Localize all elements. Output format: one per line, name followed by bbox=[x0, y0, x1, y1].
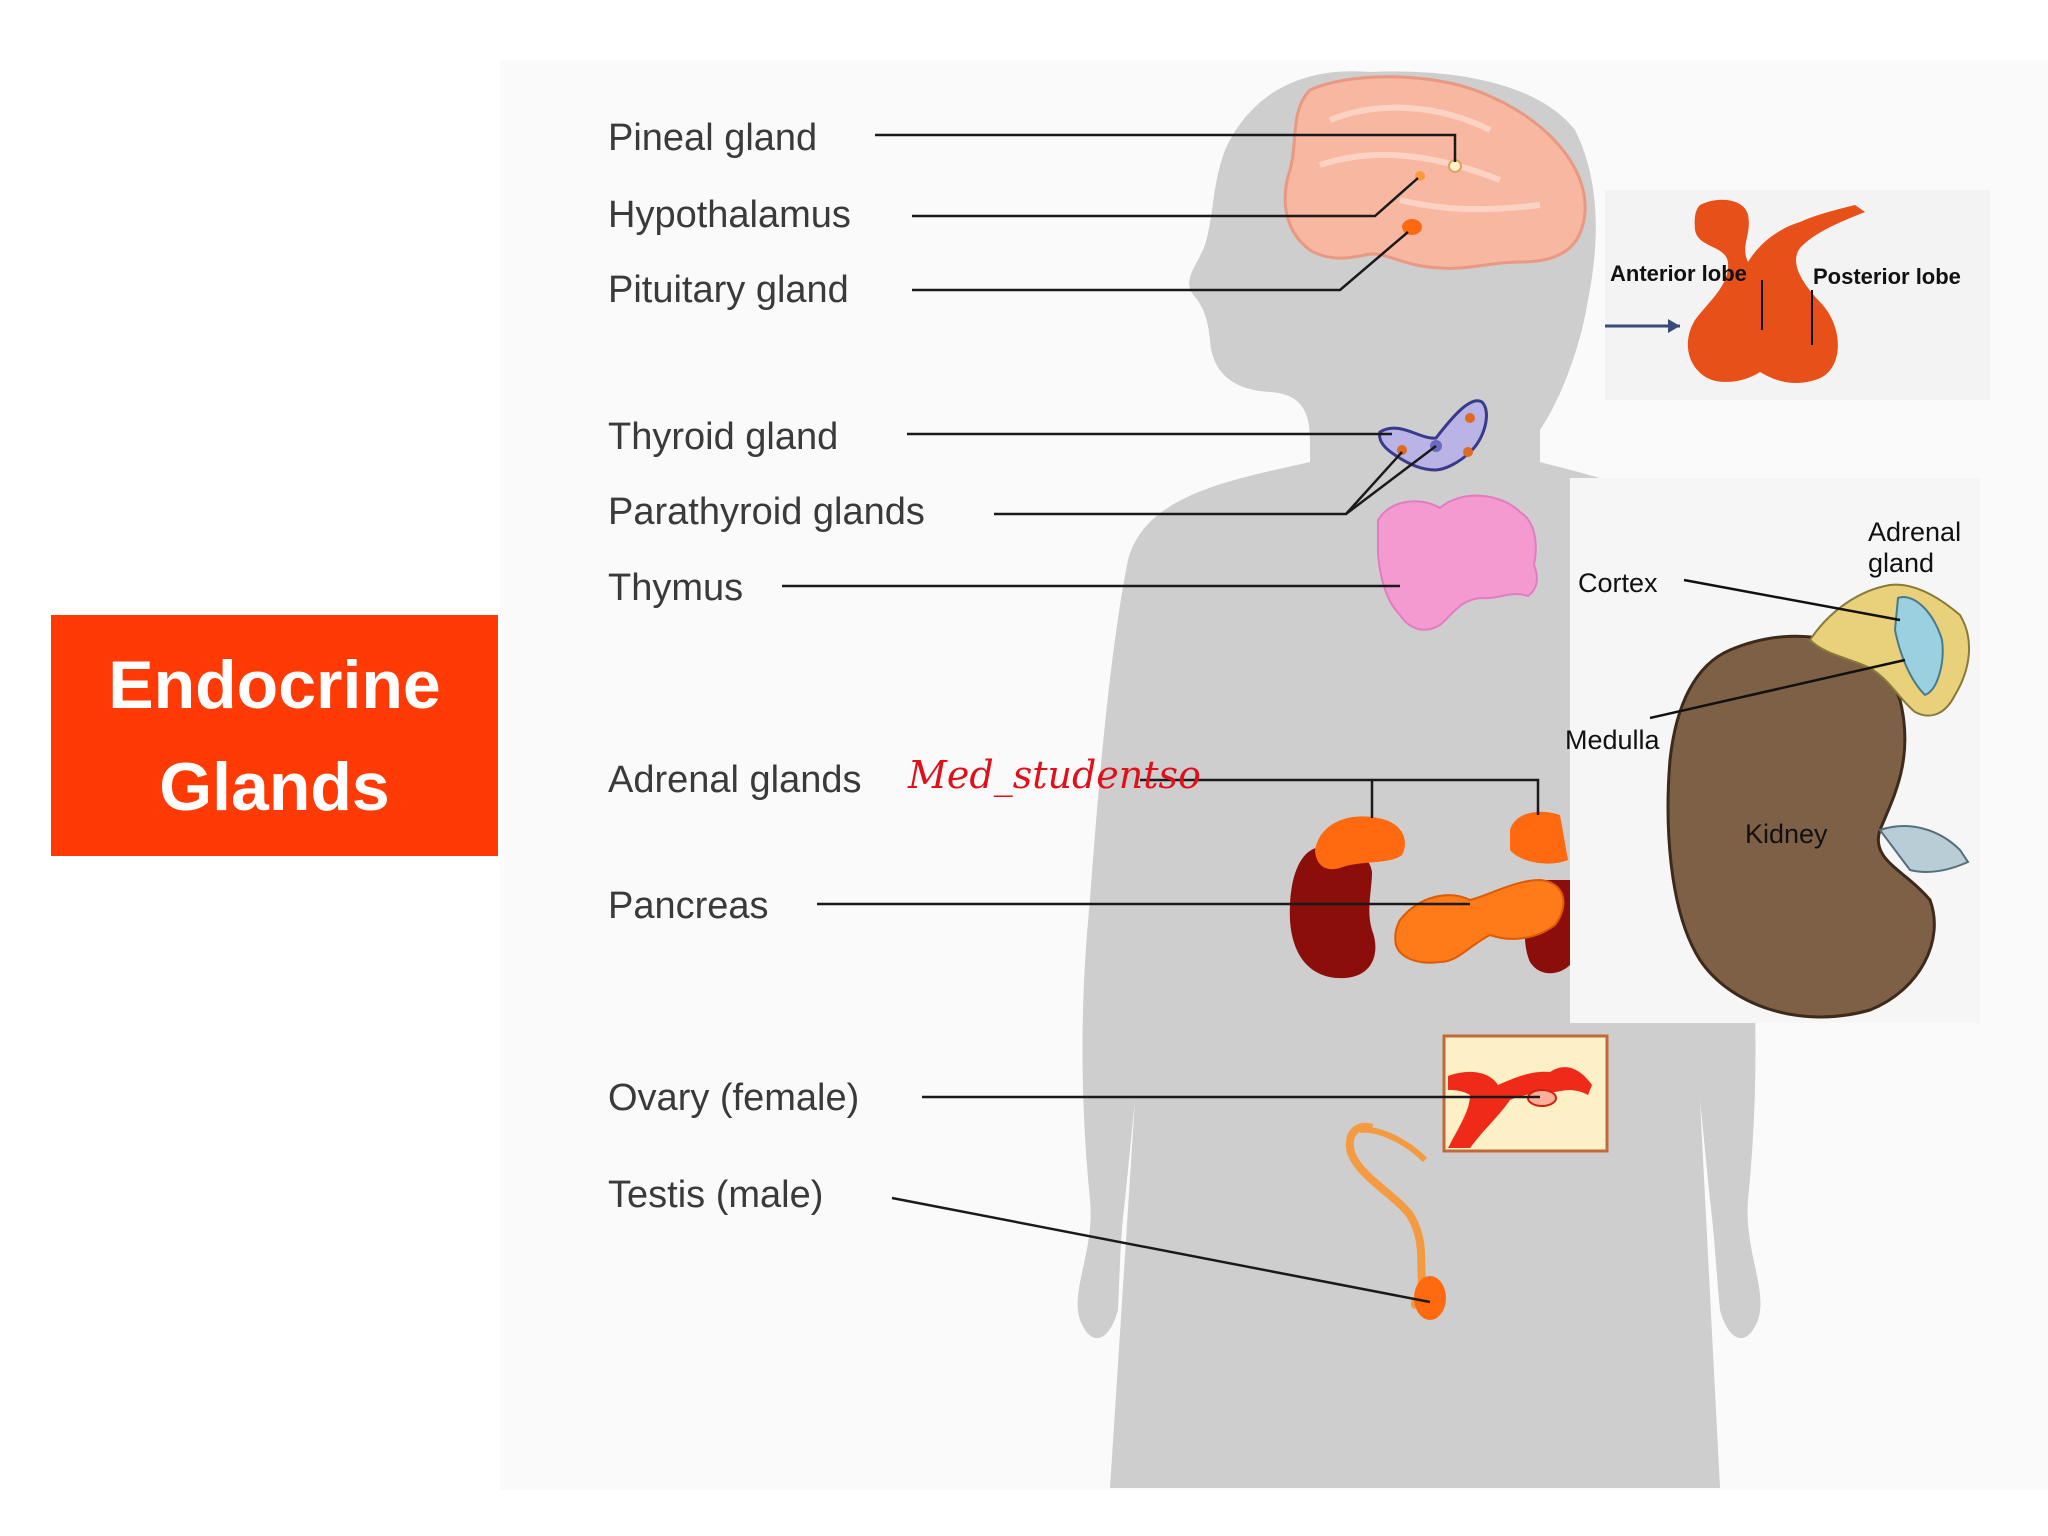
adrenal-kidney-inset: Adrenal gland Cortex Medulla Kidney bbox=[1565, 478, 1980, 1023]
title-box: Endocrine Glands bbox=[51, 615, 498, 856]
kidneys-pancreas bbox=[1289, 811, 1570, 979]
left-adrenal bbox=[1315, 816, 1405, 870]
thyroid-gland bbox=[1378, 399, 1488, 472]
testis-shape bbox=[1345, 1122, 1446, 1320]
adrenal-gland-label-1: Adrenal bbox=[1868, 517, 1961, 547]
posterior-lobe-label: Posterior lobe bbox=[1813, 264, 1961, 289]
gland-labels: Pineal gland Hypothalamus Pituitary glan… bbox=[608, 117, 925, 1216]
label-adrenal-glands: Adrenal glands bbox=[608, 759, 862, 801]
title-line-1: Endocrine bbox=[108, 647, 441, 723]
adrenal-gland-label-2: gland bbox=[1868, 548, 1934, 578]
watermark: Med_studentso bbox=[907, 753, 1201, 798]
label-hypothalamus: Hypothalamus bbox=[608, 194, 851, 236]
kidney-label: Kidney bbox=[1745, 819, 1828, 849]
label-ovary: Ovary (female) bbox=[608, 1077, 859, 1119]
pituitary-dot bbox=[1402, 219, 1422, 235]
pancreas-shape bbox=[1394, 878, 1565, 964]
label-pancreas: Pancreas bbox=[608, 885, 769, 927]
label-parathyroid-glands: Parathyroid glands bbox=[608, 491, 925, 533]
pituitary-inset: Anterior lobe Posterior lobe bbox=[1605, 190, 1990, 400]
label-pineal-gland: Pineal gland bbox=[608, 117, 817, 159]
medulla-label: Medulla bbox=[1565, 725, 1661, 755]
label-pituitary-gland: Pituitary gland bbox=[608, 269, 849, 311]
anterior-lobe-label: Anterior lobe bbox=[1610, 261, 1747, 286]
thymus bbox=[1377, 494, 1538, 631]
leader-lines bbox=[782, 133, 1540, 1304]
cortex-label: Cortex bbox=[1578, 568, 1658, 598]
right-adrenal bbox=[1510, 811, 1568, 864]
label-testis: Testis (male) bbox=[608, 1174, 823, 1216]
left-kidney bbox=[1289, 846, 1376, 979]
label-thyroid-gland: Thyroid gland bbox=[608, 416, 838, 458]
ovary-inset bbox=[1442, 1034, 1609, 1153]
kidney-shape bbox=[1666, 634, 1936, 1019]
title-line-2: Glands bbox=[159, 749, 390, 825]
label-thymus: Thymus bbox=[608, 567, 743, 609]
